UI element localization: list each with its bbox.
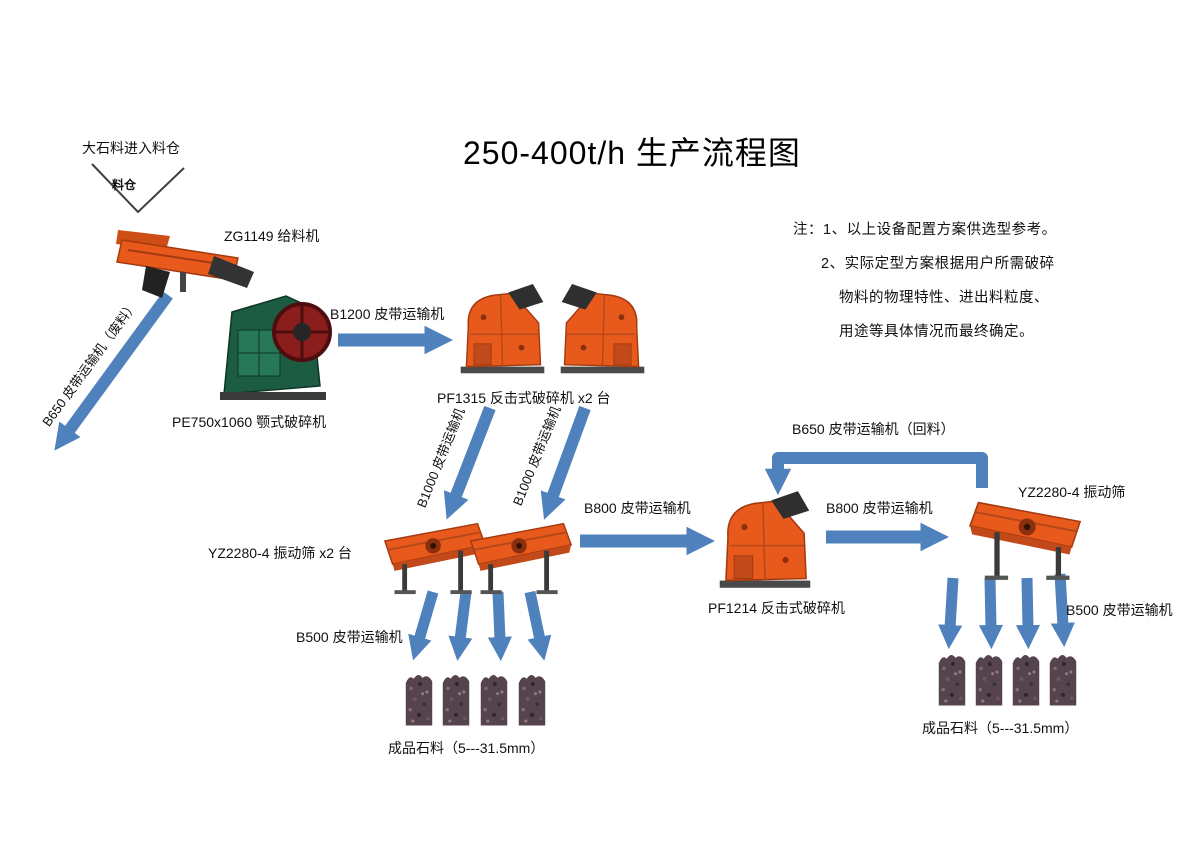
feed-bin-label: 料仓 — [112, 178, 137, 192]
pf1315-crusher-1 — [459, 283, 546, 374]
b1200-conveyor-label: B1200 皮带运输机 — [330, 306, 445, 322]
primary-screen-2 — [469, 522, 573, 596]
note-line-3: 物料的物理特性、进出料粒度、 — [839, 290, 1049, 306]
gravel-pile-right-2 — [975, 654, 1003, 706]
feed-entry-label: 大石料进入料仓 — [82, 140, 180, 156]
arrow-b650-waste — [54, 291, 173, 451]
gravel-pile-left-2 — [442, 674, 470, 726]
pf1214-label: PF1214 反击式破碎机 — [708, 600, 845, 616]
b650-return-conveyor-label: B650 皮带运输机（回料） — [792, 421, 955, 437]
feeder-label: ZG1149 给料机 — [224, 228, 320, 244]
product-left-label: 成品石料（5---31.5mm） — [388, 740, 545, 756]
arrow-b1000-right — [540, 405, 591, 520]
gravel-pile-right-1 — [938, 654, 966, 706]
arrow-b650-return — [764, 452, 988, 496]
secondary-screen-label: YZ2280-4 振动筛 — [1018, 484, 1126, 500]
gravel-pile-left-1 — [405, 674, 433, 726]
note-line-2: 2、实际定型方案根据用户所需破碎 — [821, 256, 1055, 272]
gravel-pile-right-4 — [1049, 654, 1077, 706]
jaw-crusher-illustration — [220, 295, 332, 400]
primary-screen-1 — [383, 522, 487, 596]
b800-to-crusher-label: B800 皮带运输机 — [584, 500, 691, 516]
page-title: 250-400t/h 生产流程图 — [463, 135, 801, 171]
note-line-4: 用途等具体情况而最终确定。 — [839, 324, 1034, 340]
pf1315-label: PF1315 反击式破碎机 x2 台 — [437, 390, 611, 406]
arrow-b500-left-1 — [408, 590, 439, 661]
gravel-pile-right-3 — [1012, 654, 1040, 706]
feeder-illustration — [116, 230, 254, 298]
arrow-b500-left-3 — [487, 591, 512, 662]
gravel-pile-left-3 — [480, 674, 508, 726]
arrow-b500-right-4 — [1050, 573, 1075, 648]
gravel-pile-left-4 — [518, 674, 546, 726]
primary-screens-label: YZ2280-4 振动筛 x2 台 — [208, 545, 352, 561]
secondary-screen — [968, 501, 1082, 582]
product-right-label: 成品石料（5---31.5mm） — [922, 720, 1079, 736]
b500-right-label: B500 皮带运输机 — [1066, 602, 1173, 618]
arrow-b500-right-1 — [938, 577, 963, 650]
feed-bin-funnel — [91, 163, 185, 214]
b500-left-label: B500 皮带运输机 — [296, 629, 403, 645]
note-line-1: 注：1、以上设备配置方案供选型参考。 — [793, 222, 1057, 238]
b800-to-screen-label: B800 皮带运输机 — [826, 500, 933, 516]
pf1214-crusher — [718, 490, 812, 589]
arrow-b500-left-2 — [448, 591, 473, 662]
arrow-b500-right-3 — [1015, 577, 1041, 650]
arrow-b1000-left — [443, 405, 496, 520]
arrow-b500-left-4 — [524, 590, 552, 661]
pf1315-crusher-2 — [559, 283, 646, 374]
jaw-crusher-label: PE750x1060 颚式破碎机 — [172, 414, 327, 430]
arrow-b500-right-2 — [978, 577, 1004, 650]
